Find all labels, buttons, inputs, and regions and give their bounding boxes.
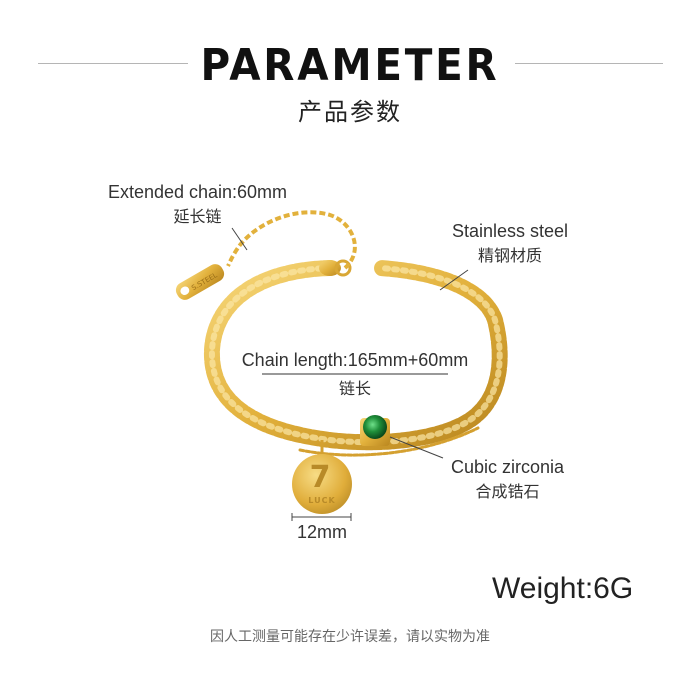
header-divider-left: [38, 63, 188, 64]
annotation-pendant-size: 12mm: [296, 522, 347, 542]
page-title: PARAMETER: [200, 40, 500, 91]
measurement-disclaimer: 因人工测量可能存在少许误差，请以实物为准: [210, 629, 490, 645]
extension-chain: [226, 210, 357, 270]
svg-text:LUCK: LUCK: [308, 496, 335, 505]
clasp: [319, 259, 352, 277]
steel-tag: S.STEEL: [175, 264, 225, 300]
weight-label: Weight:6G: [492, 572, 634, 605]
leader-stone: [389, 436, 444, 459]
leader-material: [439, 269, 469, 291]
annotation-chain-length: Chain length:165mm+60mm 链长: [241, 350, 469, 398]
zirconia-stone: [360, 415, 390, 446]
leader-extended-chain: [231, 227, 248, 251]
page-subtitle: 产品参数: [298, 98, 402, 126]
annotation-material: Stainless steel 精钢材质: [451, 221, 569, 265]
header-divider-right: [515, 63, 663, 64]
svg-text:7: 7: [310, 460, 331, 495]
luck-pendant: 7 LUCK: [292, 440, 352, 514]
pendant-dimension: [291, 513, 352, 521]
annotation-stone: Cubic zirconia 合成锆石: [450, 457, 565, 501]
annotation-extended-chain: Extended chain:60mm 延长链: [107, 182, 288, 226]
